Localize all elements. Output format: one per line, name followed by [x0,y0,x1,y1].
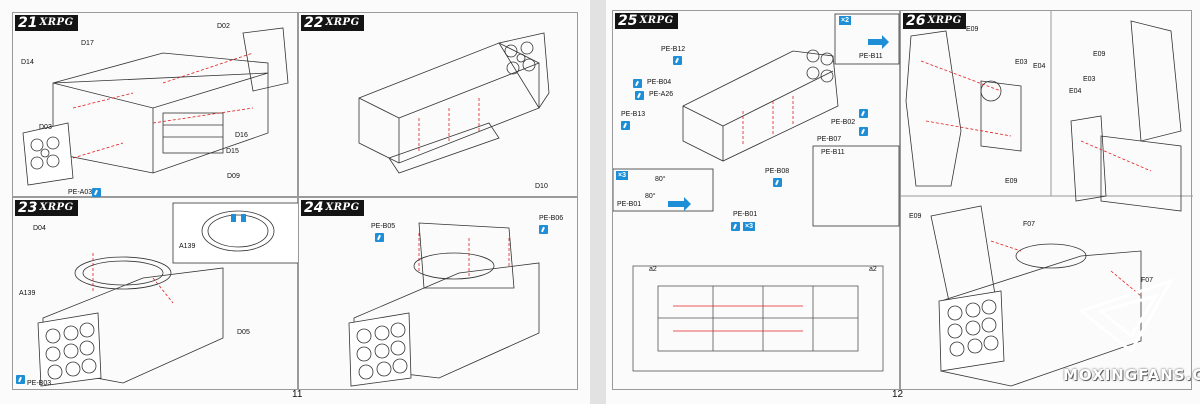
step-23-drawing [37,202,299,387]
part-label: D09 [227,173,240,180]
part-label: PE-B03 [27,380,52,387]
page-number-right: 12 [892,389,904,400]
step-26-drawing [901,11,1193,387]
part-label: E04 [1033,63,1046,70]
step-22-drawing [358,32,550,174]
part-label: PE-B05 [371,223,396,230]
part-label: PE-A26 [649,91,674,98]
quantity-badge: ×3 [616,171,628,180]
step-21-drawing [22,27,289,186]
angle-label: 80° [655,176,666,183]
quantity-badge: ×3 [743,222,755,231]
part-label: E09 [1005,178,1018,185]
photo-etch-icon [635,91,644,100]
part-label: PE-B01 [617,201,642,208]
part-label: D17 [81,40,94,47]
watermark-text: MOXINGFANS.COM [1063,366,1200,384]
brand-logo: XRPG [39,202,74,213]
part-label: PE-B04 [647,79,672,86]
part-label: PE-B08 [765,168,790,175]
step-24-drawing [348,222,540,387]
step-25-drawing [613,13,900,372]
part-label: D15 [226,148,239,155]
part-label: PE-B11 [821,149,845,156]
step-number: 23 [18,200,38,216]
part-label: D05 [237,329,250,336]
step-number: 24 [304,200,324,216]
brand-logo: XRPG [325,17,360,28]
page-gutter [590,0,606,404]
part-label: PE-B07 [817,136,842,143]
part-label: E04 [1069,88,1082,95]
angle-label: 80° [645,193,656,200]
part-label: D03 [39,124,52,131]
photo-etch-icon [859,127,868,136]
brand-logo: XRPG [927,15,962,26]
part-label: PE-B01 [733,211,758,218]
part-label: D16 [235,132,248,139]
photo-etch-icon [375,233,384,242]
brand-logo: XRPG [39,17,74,28]
part-label: a2 [649,266,657,273]
part-label: PE-B13 [621,111,646,118]
photo-etch-icon [859,109,868,118]
part-label: D04 [33,225,46,232]
part-label: PE-B11 [859,53,883,60]
photo-etch-icon [92,188,101,197]
step-number: 21 [18,15,38,31]
step-number: 25 [618,13,638,29]
part-label: D14 [21,59,34,66]
part-label: E09 [909,213,922,220]
step-number: 22 [304,15,324,31]
part-label: E03 [1015,59,1028,66]
part-label: E09 [966,26,979,33]
page-number-left: 11 [292,389,303,400]
part-label: PE-B12 [661,46,686,53]
part-label: F07 [1023,221,1036,228]
part-label: E09 [1093,51,1106,58]
part-label: PE-B02 [831,119,856,126]
brand-logo: XRPG [639,15,674,26]
photo-etch-icon [773,178,782,187]
part-label: F07 [1141,277,1154,284]
photo-etch-icon [731,222,740,231]
part-label: A139 [179,243,196,250]
part-label: PE-B06 [539,215,564,222]
photo-etch-icon [633,79,642,88]
part-label: PE-A03 [68,189,93,196]
part-label: D02 [217,23,230,30]
quantity-badge: ×2 [839,16,851,25]
part-label: a2 [869,266,877,273]
part-label: D10 [535,183,548,190]
part-label: E03 [1083,76,1096,83]
step-number: 26 [906,13,926,29]
part-label: A139 [19,290,36,297]
photo-etch-icon [16,375,25,384]
photo-etch-icon [621,121,630,130]
photo-etch-icon [673,56,682,65]
photo-etch-icon [539,225,548,234]
brand-logo: XRPG [325,202,360,213]
